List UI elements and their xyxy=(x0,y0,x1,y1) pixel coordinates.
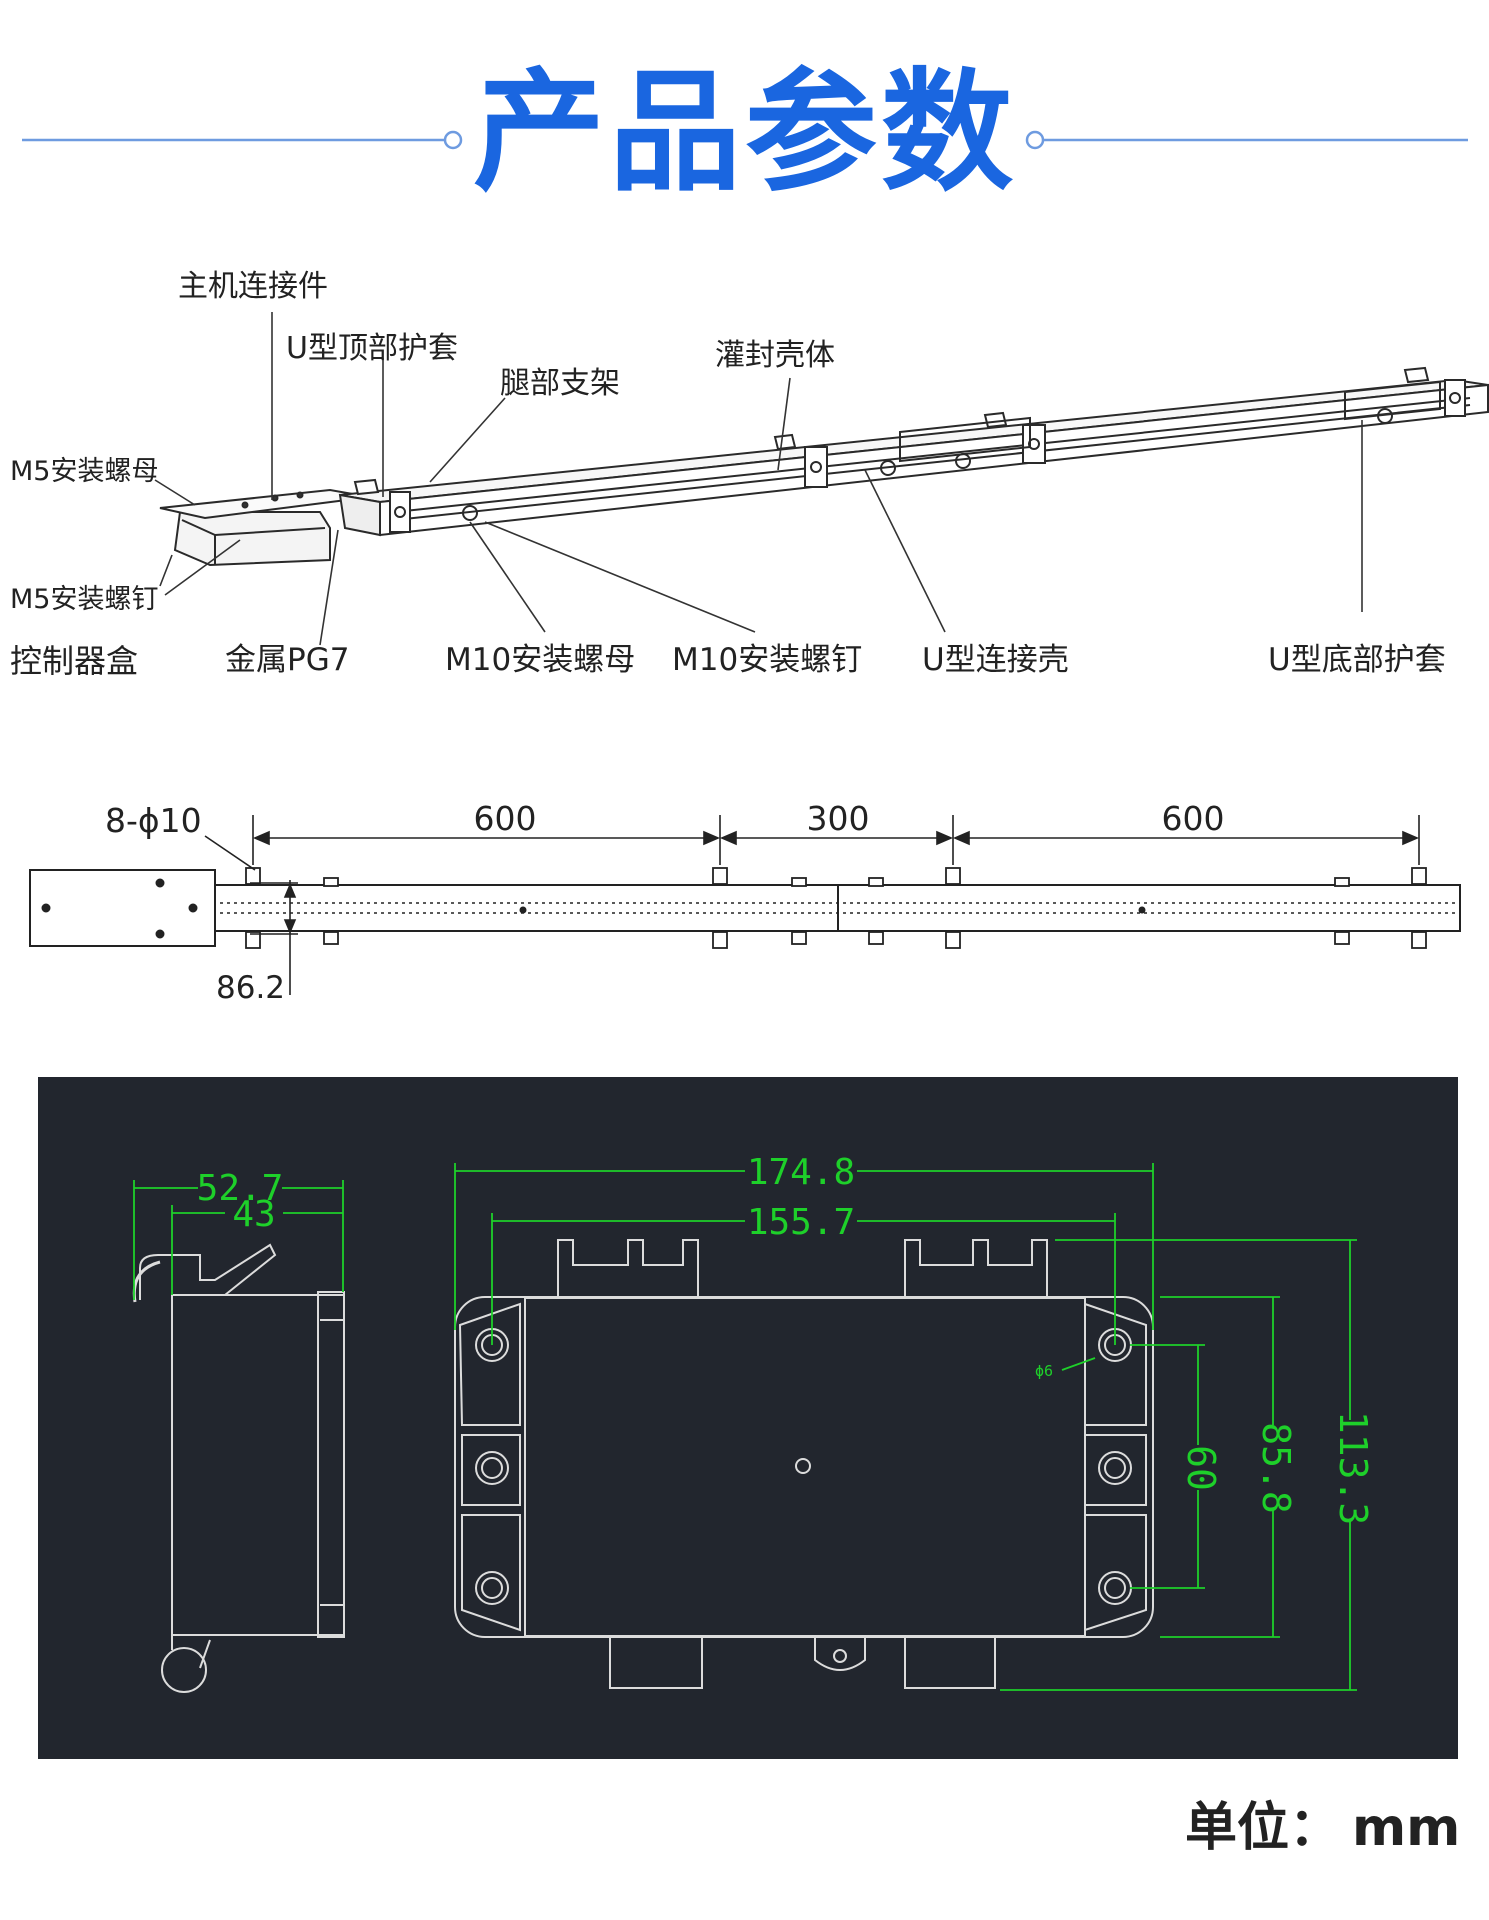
callout-controller-box: 控制器盒 xyxy=(10,642,138,680)
bracket xyxy=(1022,424,1046,464)
cad-dimension-labels: 52.7 43 174.8 155.7 ϕ6 60 85.8 113.3 xyxy=(197,1152,1375,1525)
rail-inner-line xyxy=(394,397,1471,513)
front-view-left-mid xyxy=(461,1434,521,1506)
front-view-right-mid xyxy=(1084,1434,1147,1506)
bottom-tab-center xyxy=(814,1637,866,1671)
callout-potting-shell: 灌封壳体 xyxy=(715,338,835,373)
page-title: 产品参数 xyxy=(473,56,1017,210)
callout-m5-screw: M5安装螺钉 xyxy=(10,584,158,615)
leader-lines xyxy=(154,312,1363,646)
front-view-hole-inner xyxy=(1104,1577,1126,1599)
front-view-left-bottom xyxy=(461,1514,521,1632)
top-view-dot xyxy=(519,906,527,914)
hole-count-label: 8-ϕ10 xyxy=(105,801,202,840)
leg-tab xyxy=(353,478,380,496)
controller-box-edge xyxy=(214,527,326,536)
callout-u-top-sheath: U型顶部护套 xyxy=(286,331,458,366)
top-view-hole xyxy=(155,878,165,888)
dim-overall-width: 174.8 xyxy=(747,1152,855,1193)
dim-label-600-right: 600 xyxy=(1162,799,1225,838)
top-view-hole xyxy=(41,903,51,913)
top-view-labels: 8-ϕ10 600 300 600 86.2 xyxy=(105,799,1225,1006)
dim-side-outer: 52.7 xyxy=(197,1168,284,1209)
side-view-wheel-arm xyxy=(171,1635,211,1669)
callout-u-bottom-sheath: U型底部护套 xyxy=(1268,642,1446,678)
plate-hole xyxy=(241,501,249,509)
cad-dimensions xyxy=(133,1163,1357,1691)
assembly-isometric-view xyxy=(154,312,1489,646)
bracket xyxy=(389,491,411,533)
front-view-hole xyxy=(475,1571,509,1605)
rail-end xyxy=(338,493,381,537)
leg-tab xyxy=(773,433,797,451)
dim-hole-spacing-height: 60 xyxy=(1179,1445,1223,1491)
dim-hole-spacing-width: 155.7 xyxy=(747,1202,855,1243)
side-view-hook xyxy=(139,1243,277,1300)
dim-body-height: 85.8 xyxy=(1254,1422,1298,1514)
top-view-dot xyxy=(1138,906,1146,914)
bracket xyxy=(1444,379,1466,417)
side-view-wheel xyxy=(161,1647,207,1693)
top-view-dimensions xyxy=(204,815,1420,995)
u-bottom-sheath-shape xyxy=(1344,380,1441,421)
bottom-tab-hole xyxy=(833,1649,847,1663)
front-view-hole xyxy=(1098,1451,1132,1485)
callout-u-connector-shell: U型连接壳 xyxy=(922,642,1069,678)
bracket xyxy=(804,446,828,488)
unit-label: 单位： xyxy=(1185,1798,1341,1858)
front-view-left-flange xyxy=(458,1302,521,1426)
top-view-controller xyxy=(29,869,216,947)
top-connector-right xyxy=(904,1239,1048,1296)
callout-m10-screw: M10安装螺钉 xyxy=(672,642,862,678)
u-connector-shell-shape xyxy=(899,416,1031,463)
front-view-hole-inner xyxy=(1104,1457,1126,1479)
front-view-hole xyxy=(475,1451,509,1485)
rail-front-face xyxy=(379,383,1489,537)
dim-label-width: 86.2 xyxy=(216,970,285,1006)
side-view-flange xyxy=(317,1291,345,1638)
dim-overall-height: 113.3 xyxy=(1331,1411,1375,1525)
callout-leg-bracket: 腿部支架 xyxy=(500,366,620,401)
dim-hole-diameter: ϕ6 xyxy=(1035,1362,1053,1380)
rail-inner-line xyxy=(394,404,1471,521)
controller-box-shape xyxy=(173,511,331,567)
callout-m5-nut: M5安装螺母 xyxy=(10,456,158,487)
callouts: 主机连接件 U型顶部护套 腿部支架 灌封壳体 M5安装螺母 M5安装螺钉 控制器… xyxy=(10,269,1446,680)
dim-label-600-left: 600 xyxy=(474,799,537,838)
plate-hole xyxy=(271,494,279,502)
front-view-hole-inner xyxy=(481,1577,503,1599)
m10-nut xyxy=(462,505,478,521)
callout-metal-pg7: 金属PG7 xyxy=(225,642,349,678)
plate-hole xyxy=(296,491,304,499)
controller-side-view xyxy=(132,1243,345,1693)
front-view-right-flange xyxy=(1084,1302,1147,1426)
leg-tab xyxy=(1403,366,1430,384)
header-line-right-dot xyxy=(1025,130,1045,150)
bottom-connector-left xyxy=(609,1637,703,1689)
front-view-center-hole xyxy=(795,1458,811,1474)
top-view-hole xyxy=(188,903,198,913)
callout-m10-nut: M10安装螺母 xyxy=(445,642,635,678)
dim-side-inner: 43 xyxy=(232,1194,275,1235)
bottom-connector-right xyxy=(904,1637,996,1689)
m10-nut xyxy=(880,460,896,476)
mount-tabs xyxy=(245,867,1427,949)
unit-footer: 单位： mm xyxy=(1185,1798,1460,1858)
top-view-hole xyxy=(155,929,165,939)
cad-panel-background xyxy=(38,1077,1458,1759)
callout-host-connector: 主机连接件 xyxy=(178,269,328,304)
top-view xyxy=(29,815,1461,995)
unit-value: mm xyxy=(1352,1798,1460,1858)
dim-label-300: 300 xyxy=(807,799,870,838)
front-view-right-bottom xyxy=(1084,1514,1147,1632)
front-view-hole-inner xyxy=(481,1457,503,1479)
top-connector-left xyxy=(557,1239,699,1296)
header: 产品参数 xyxy=(22,56,1468,210)
header-line-left-dot xyxy=(443,130,463,150)
